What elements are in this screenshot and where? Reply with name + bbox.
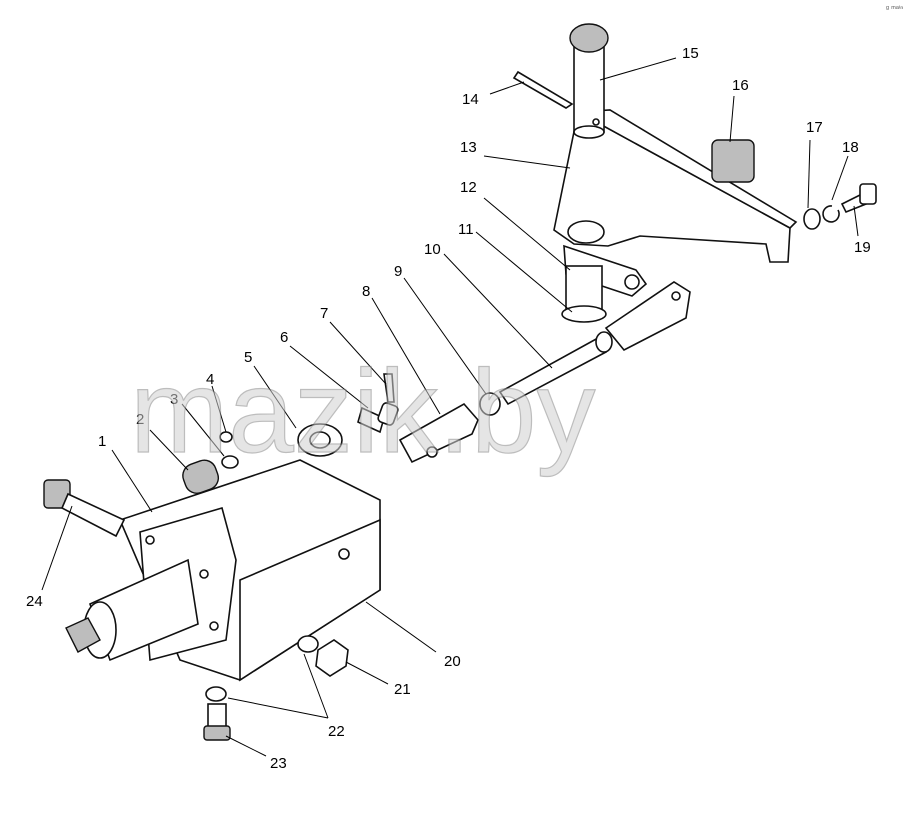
bolt-lower — [203, 703, 231, 741]
nut — [315, 639, 349, 677]
threaded-rod — [479, 331, 613, 416]
callout-2: 2 — [136, 411, 144, 428]
callout-24: 24 — [26, 593, 43, 610]
callout-18: 18 — [842, 139, 859, 156]
callout-6: 6 — [280, 329, 288, 346]
fork-left — [398, 402, 479, 464]
cotter-pin — [383, 373, 395, 403]
bolt-long — [43, 479, 126, 538]
callout-22: 22 — [328, 723, 345, 740]
callout-16: 16 — [732, 77, 749, 94]
callout-14: 14 — [462, 91, 479, 108]
fork-pin — [357, 402, 399, 434]
callout-9: 9 — [394, 263, 402, 280]
callout-7: 7 — [320, 305, 328, 322]
corner-tag: ᵍ ᵐᵃⁱⁿ — [886, 4, 903, 13]
callout-1: 1 — [98, 433, 106, 450]
fork-right — [604, 281, 691, 352]
callout-23: 23 — [270, 755, 287, 772]
callout-15: 15 — [682, 45, 699, 62]
callout-12: 12 — [460, 179, 477, 196]
washer — [803, 208, 821, 230]
callout-20: 20 — [444, 653, 461, 670]
bracket-plate — [553, 109, 798, 263]
lock-washer — [297, 635, 319, 653]
callout-8: 8 — [362, 283, 370, 300]
leader-lines — [41, 57, 859, 757]
callout-5: 5 — [244, 349, 252, 366]
callout-11: 11 — [458, 221, 474, 238]
callout-17: 17 — [806, 119, 823, 136]
callout-4: 4 — [206, 371, 214, 388]
pin — [569, 23, 609, 139]
valve-body — [65, 423, 381, 682]
callout-21: 21 — [394, 681, 411, 698]
watermark: mazik.by — [130, 346, 596, 478]
lever — [561, 244, 648, 323]
callout-13: 13 — [460, 139, 477, 156]
spring-ring — [822, 205, 840, 223]
cotter-pin-top — [512, 70, 574, 109]
bolt-small — [840, 183, 877, 214]
callout-3: 3 — [170, 391, 178, 408]
lock-washer-lower — [205, 686, 227, 702]
callout-labels: 1 2 3 4 5 6 7 8 9 10 11 12 13 14 15 16 1… — [26, 45, 871, 772]
callout-10: 10 — [424, 241, 441, 258]
callout-19: 19 — [854, 239, 871, 256]
